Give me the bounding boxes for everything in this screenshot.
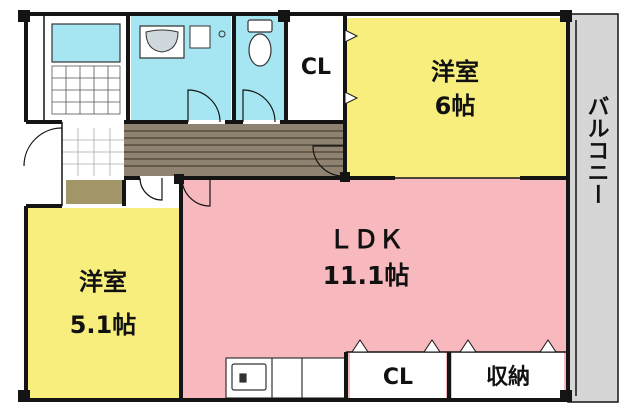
thin-lines xyxy=(25,16,566,353)
entrance-floor xyxy=(66,180,123,204)
western-room-6-floor xyxy=(345,18,566,178)
storage-floor xyxy=(452,352,564,398)
room-size-western-5: 5.1帖 xyxy=(70,311,137,339)
closet-upper-floor xyxy=(289,16,343,120)
toilet-floor xyxy=(236,16,284,120)
entrance-grid xyxy=(62,128,124,176)
closet-door-markers xyxy=(344,29,557,353)
washbasin xyxy=(139,25,226,59)
balcony-label: バルコニー xyxy=(584,95,609,205)
closet-lower-floor xyxy=(350,352,446,398)
balcony-outline xyxy=(567,13,619,403)
closet-label-upper: CL xyxy=(301,55,331,80)
doors xyxy=(23,89,344,207)
room-size-ldk: 11.1帖 xyxy=(323,261,410,290)
wall-corners xyxy=(18,10,572,402)
room-label-western-5: 洋室 xyxy=(79,268,127,296)
closet-label-lower: CL xyxy=(383,365,413,390)
bathtub xyxy=(51,23,121,63)
room-size-western-6: 6帖 xyxy=(435,92,476,120)
bath-grid xyxy=(51,65,121,115)
western-room-5-floor xyxy=(28,208,180,398)
storage-label: 収納 xyxy=(486,364,530,390)
toilet xyxy=(247,19,273,67)
room-label-ldk: ＬＤＫ xyxy=(328,225,403,254)
room-label-western-6: 洋室 xyxy=(431,58,479,86)
corridor-flooring xyxy=(124,124,343,176)
kitchen-counter xyxy=(225,357,347,399)
